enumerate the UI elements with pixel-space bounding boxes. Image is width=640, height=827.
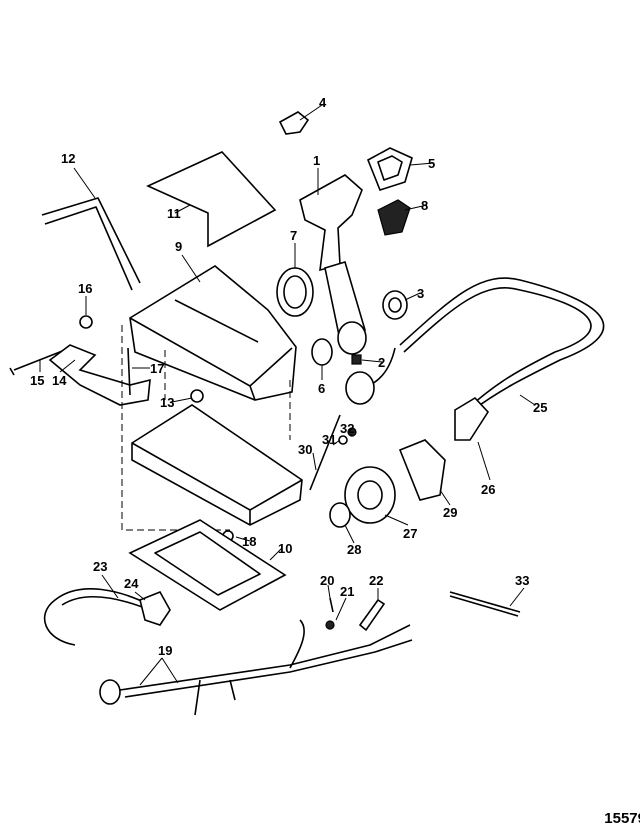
part-5-button (366, 147, 413, 191)
part-11-cover (146, 151, 277, 248)
callout-2: 2 (378, 355, 385, 370)
callout-27: 27 (403, 526, 417, 541)
callout-23: 23 (93, 559, 107, 574)
part-31-washer (338, 435, 348, 445)
callout-28: 28 (347, 542, 361, 557)
part-10-gasket (128, 519, 287, 611)
callout-10: 10 (278, 541, 292, 556)
callout-15: 15 (30, 373, 44, 388)
callout-17: 17 (150, 361, 164, 376)
callout-1: 1 (313, 153, 320, 168)
part-13-plug (190, 389, 204, 403)
callout-13: 13 (160, 395, 174, 410)
callout-21: 21 (340, 584, 354, 599)
part-29-cam (398, 439, 446, 501)
part-8-switch (377, 199, 411, 236)
part-2-screw (351, 354, 362, 365)
callout-30: 30 (298, 442, 312, 457)
callout-8: 8 (421, 198, 428, 213)
callout-3: 3 (417, 286, 424, 301)
callout-7: 7 (290, 228, 297, 243)
callout-6: 6 (318, 381, 325, 396)
callout-32: 32 (340, 421, 354, 436)
callout-20: 20 (320, 573, 334, 588)
part-4-clip (278, 111, 310, 135)
callout-11: 11 (167, 206, 181, 221)
callout-4: 4 (319, 95, 327, 110)
base-plate (131, 404, 303, 526)
callout-9: 9 (175, 239, 182, 254)
part-9-housing (129, 265, 297, 401)
part-32-nut (347, 427, 357, 437)
figure-id: 15579 (604, 810, 640, 827)
part-3-bushing (382, 290, 408, 320)
part-12-bar (41, 197, 141, 291)
part-27-pulley (344, 466, 396, 524)
part-17-bolt (127, 347, 131, 396)
part-24-connector (139, 590, 171, 626)
callout-5: 5 (428, 156, 435, 171)
callout-26: 26 (481, 482, 495, 497)
part-33-cable-tie (449, 591, 521, 617)
callout-12: 12 (61, 151, 75, 166)
part-16-nut (79, 315, 93, 329)
part-6-ring (311, 338, 333, 366)
callout-19: 19 (158, 643, 172, 658)
part-20-screw (329, 597, 334, 613)
part-21-nut (325, 620, 335, 630)
part-26-connector (454, 396, 490, 441)
callout-22: 22 (369, 573, 383, 588)
part-22-sleeve (358, 598, 386, 632)
callout-16: 16 (78, 281, 92, 296)
callout-14: 14 (52, 373, 67, 388)
part-23-wire (43, 588, 151, 646)
callout-18: 18 (242, 534, 256, 549)
callout-33: 33 (515, 573, 529, 588)
callout-24: 24 (124, 576, 139, 591)
part-30-spring (309, 414, 341, 491)
callout-31: 31 (322, 432, 336, 447)
callout-29: 29 (443, 505, 457, 520)
part-1-handle (299, 174, 367, 355)
callout-25: 25 (533, 400, 547, 415)
part-19-harness (99, 619, 413, 716)
part-28-washer (329, 502, 351, 528)
